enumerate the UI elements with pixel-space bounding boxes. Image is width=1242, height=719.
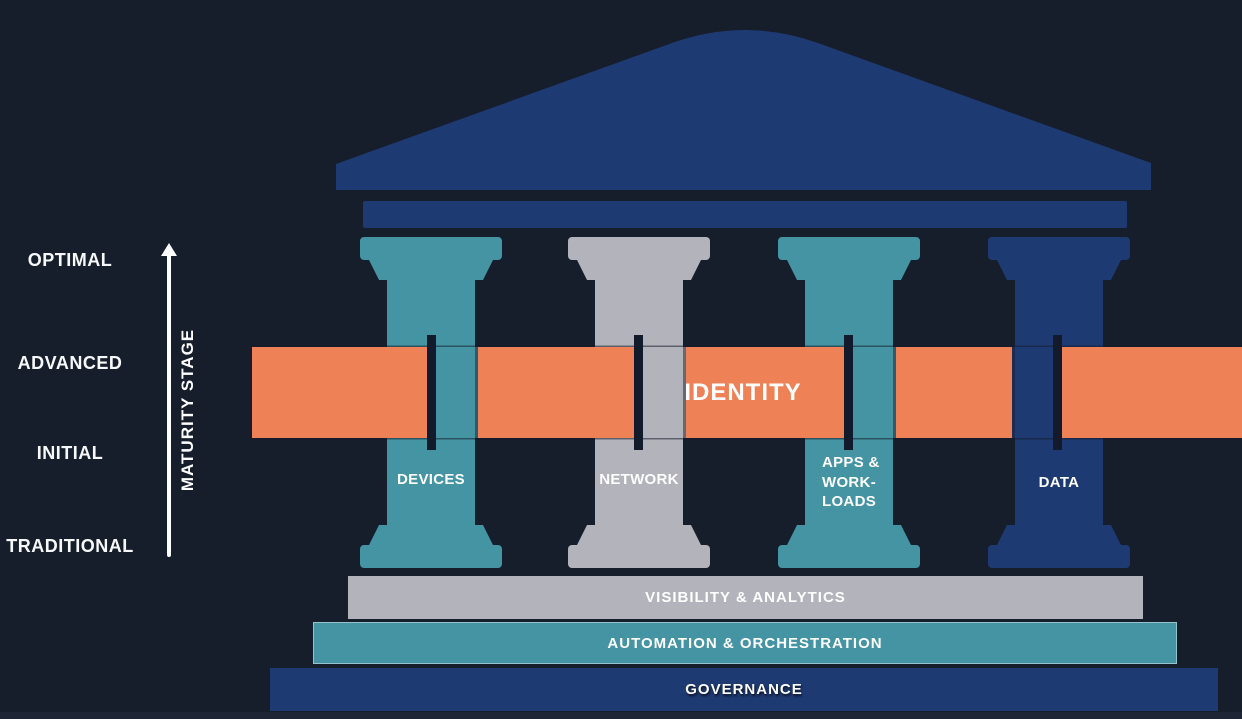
band-slot-apps	[844, 335, 853, 450]
pillar-label-devices: DEVICES	[397, 471, 465, 488]
arrow-up-icon	[161, 243, 177, 256]
maturity-axis-title: MATURITY STAGE	[178, 328, 197, 492]
pillar-label-line: LOADS	[822, 493, 876, 510]
pillar-label-network: NETWORK	[599, 471, 679, 488]
pillar-base	[778, 545, 920, 568]
stage-label-optimal: OPTIMAL	[27, 250, 113, 270]
stage-label-advanced: ADVANCED	[17, 353, 123, 373]
pillar-base-trapezoid	[997, 525, 1121, 545]
bottom-edge-strip	[0, 712, 1242, 719]
band-slot-network	[634, 335, 643, 450]
foundation-governance: GOVERNANCE	[270, 668, 1218, 711]
band-weave-patch-apps	[851, 347, 896, 438]
pillar-capital	[787, 260, 911, 280]
pillar-base-trapezoid	[577, 525, 701, 545]
pillar-capital	[577, 260, 701, 280]
pillar-capital-top	[988, 237, 1130, 260]
pillar-base-trapezoid	[369, 525, 493, 545]
temple-entablature	[363, 201, 1127, 228]
foundation-label: VISIBILITY & ANALYTICS	[645, 589, 846, 606]
pillar-base	[360, 545, 502, 568]
foundation-automation-orchestration: AUTOMATION & ORCHESTRATION	[313, 622, 1177, 664]
pillar-base	[568, 545, 710, 568]
pillar-capital-top	[778, 237, 920, 260]
foundation-label: GOVERNANCE	[685, 681, 803, 698]
pillar-capital	[997, 260, 1121, 280]
pillar-capital-top	[360, 237, 502, 260]
pillar-capital-top	[568, 237, 710, 260]
pillar-label-apps-workloads: APPS & WORK- LOADS	[822, 453, 880, 512]
pillar-label-data: DATA	[1038, 474, 1080, 491]
identity-band: IDENTITY	[252, 347, 1242, 438]
stage-label-traditional: TRADITIONAL	[6, 536, 134, 556]
foundation-visibility-analytics: VISIBILITY & ANALYTICS	[348, 576, 1143, 619]
pillar-base-trapezoid	[787, 525, 911, 545]
identity-band-label: IDENTITY	[684, 378, 802, 406]
band-weave-patch-network	[643, 347, 686, 438]
band-weave-patch-devices	[436, 347, 478, 438]
pillar-capital	[369, 260, 493, 280]
pillar-label-line: WORK-	[822, 473, 876, 491]
foundation-label: AUTOMATION & ORCHESTRATION	[607, 634, 883, 652]
band-slot-data	[1053, 335, 1062, 450]
maturity-axis-line	[167, 252, 171, 557]
band-weave-patch-data	[1012, 347, 1053, 438]
pillar-label-line: APPS &	[822, 454, 880, 471]
stage-label-initial: INITIAL	[36, 443, 104, 463]
band-slot-devices	[427, 335, 436, 450]
pillar-base	[988, 545, 1130, 568]
